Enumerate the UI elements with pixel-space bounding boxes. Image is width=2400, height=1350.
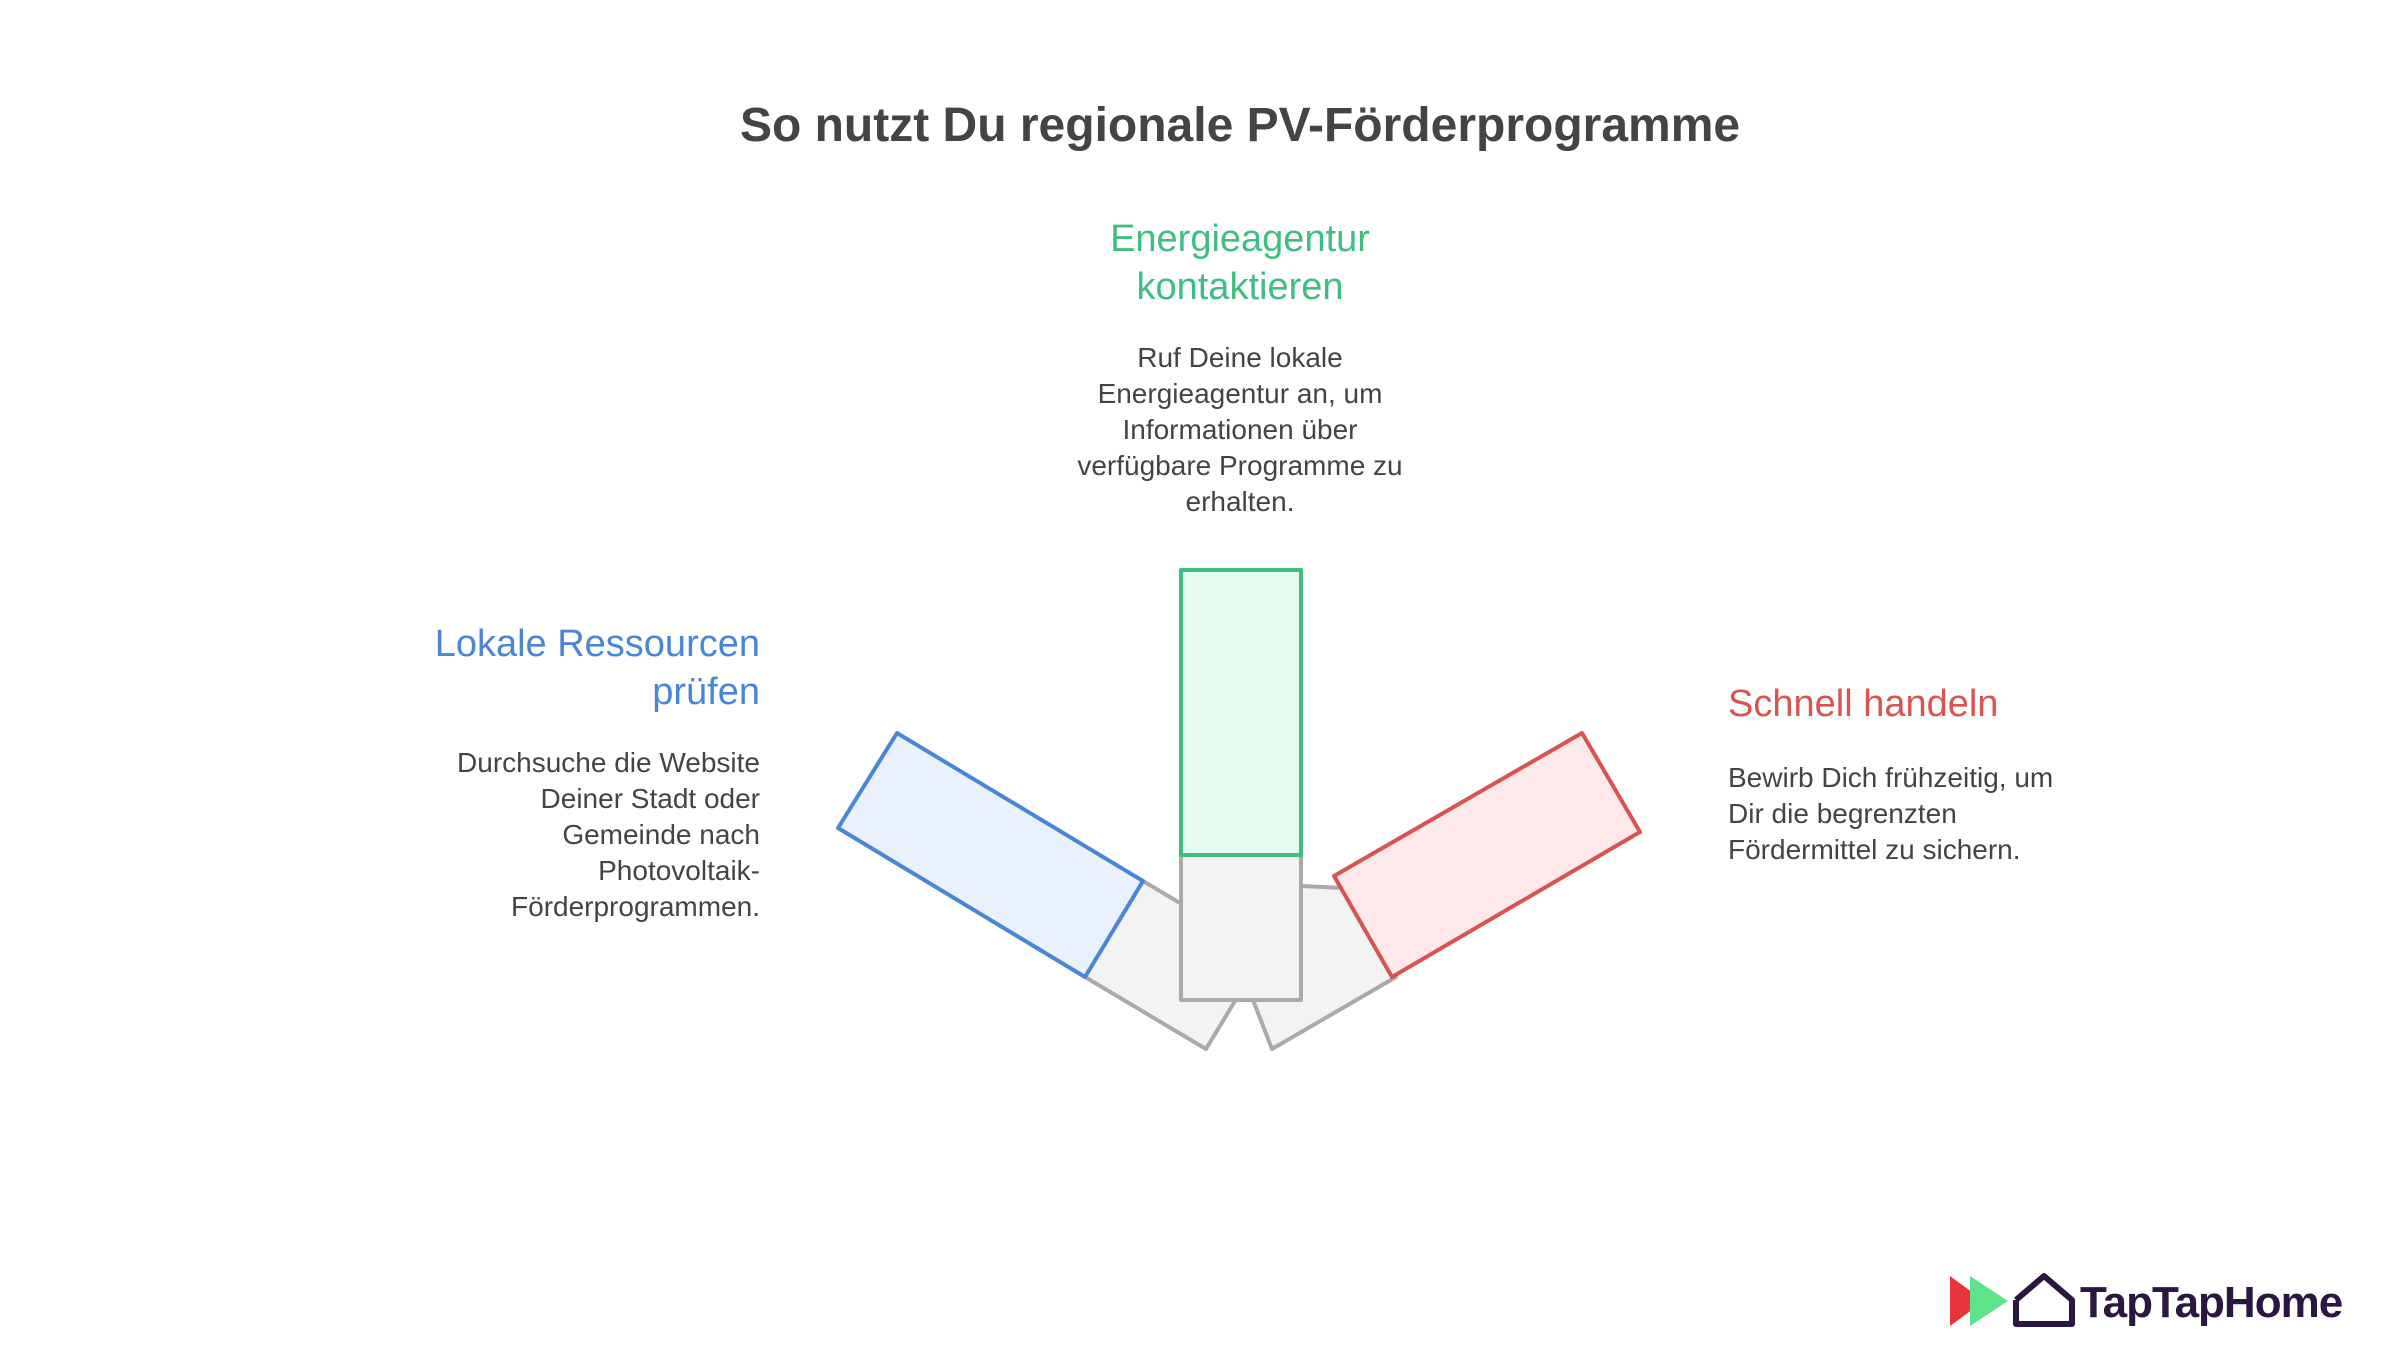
- left-heading-line: Lokale Ressourcen: [434, 623, 760, 665]
- center-heading-line: Energieagentur: [1110, 218, 1370, 260]
- page-title: So nutzt Du regionale PV-Förderprogramme: [739, 99, 1741, 152]
- center-colored-segment: [1179, 568, 1303, 857]
- left-description-line: Gemeinde nach: [562, 819, 760, 850]
- logo-wordmark: TapTapHome: [2080, 1278, 2343, 1327]
- right-description: Bewirb Dich frühzeitig, um Dir die begre…: [1728, 760, 2128, 868]
- right-description-line: Dir die begrenzten: [1728, 798, 1957, 829]
- play-red-icon: [1950, 1276, 1984, 1326]
- left-description-line: Deiner Stadt oder: [540, 783, 760, 814]
- center-heading-line: kontaktieren: [1136, 266, 1344, 308]
- house-icon: [2013, 1273, 2075, 1327]
- center-description-line: erhalten.: [1185, 486, 1295, 517]
- center-description: Ruf Deine lokale Energieagentur an, um I…: [1040, 340, 1440, 520]
- play-green-icon: [1970, 1276, 2008, 1326]
- right-description-line: Bewirb Dich frühzeitig, um: [1728, 762, 2054, 793]
- center-description-line: Energieagentur an, um: [1097, 378, 1383, 409]
- left-heading-line: prüfen: [652, 671, 760, 713]
- taptaphome-logo: [1950, 1273, 2075, 1327]
- center-description-line: Informationen über: [1122, 414, 1358, 445]
- left-description-line: Photovoltaik-: [598, 855, 760, 886]
- right-heading-line: Schnell handeln: [1728, 683, 1999, 725]
- left-heading: Lokale Ressourcen prüfen: [360, 620, 760, 716]
- center-base-segment: [1179, 853, 1303, 1002]
- left-colored-segment: [836, 731, 1145, 979]
- right-heading: Schnell handeln: [1728, 680, 2128, 728]
- right-description-line: Fördermittel zu sichern.: [1728, 834, 2021, 865]
- right-colored-segment: [1332, 731, 1642, 979]
- left-description-line: Durchsuche die Website: [457, 747, 760, 778]
- center-description-line: verfügbare Programme zu: [1077, 450, 1403, 481]
- center-heading: Energieagentur kontaktieren: [1040, 215, 1440, 311]
- left-description-line: Förderprogrammen.: [511, 891, 760, 922]
- left-description: Durchsuche die Website Deiner Stadt oder…: [360, 745, 760, 925]
- center-description-line: Ruf Deine lokale: [1137, 342, 1343, 373]
